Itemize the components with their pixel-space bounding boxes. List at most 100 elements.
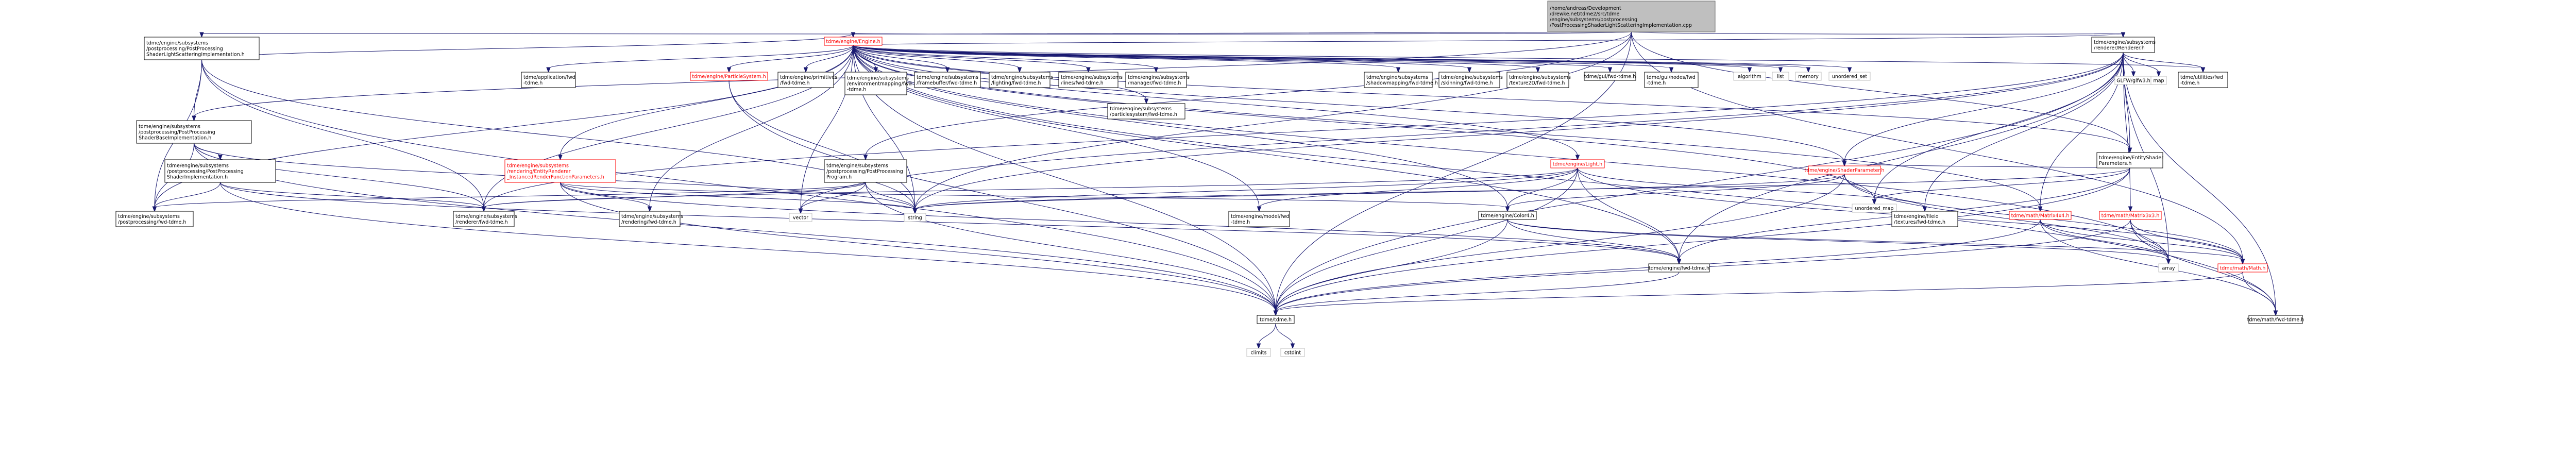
node-label-line: /manager/fwd-tdme.h bbox=[1128, 80, 1181, 86]
node-color4-h[interactable]: tdme/engine/Color4.h bbox=[1478, 211, 1537, 220]
node-math-h[interactable]: tdme/math/Math.h bbox=[2217, 263, 2268, 273]
node-label-line: tdme/utilities/fwd bbox=[2180, 75, 2223, 80]
node-string[interactable]: string bbox=[904, 213, 926, 222]
node-utilities-fwd[interactable]: tdme/utilities/fwd-tdme.h bbox=[2178, 72, 2228, 88]
node-glfw[interactable]: GLFW/glfw3.h bbox=[2114, 76, 2153, 85]
edge-ppimpl_h-to-tdme_h bbox=[220, 182, 1278, 316]
node-label-line: ShaderImplementation.h bbox=[167, 175, 228, 180]
node-skin-fwd[interactable]: tdme/engine/subsystems/skinning/fwd-tdme… bbox=[1438, 72, 1503, 88]
node-array[interactable]: array bbox=[2158, 263, 2179, 273]
node-vector[interactable]: vector bbox=[789, 213, 812, 222]
node-memory[interactable]: memory bbox=[1795, 72, 1822, 81]
node-label-line: unordered_set bbox=[1832, 74, 1868, 80]
node-ppimpl-h[interactable]: tdme/engine/subsystems/postprocessing/Po… bbox=[164, 159, 276, 183]
node-label-line: _InstancedRenderFunctionParameters.h bbox=[506, 175, 604, 180]
node-label-line: -tdme.h bbox=[847, 87, 866, 93]
node-label-line: tdme/engine/primitives bbox=[780, 75, 837, 80]
node-light-h[interactable]: tdme/engine/Light.h bbox=[1550, 159, 1605, 168]
node-lines-fwd[interactable]: tdme/engine/subsystems/lines/fwd-tdme.h bbox=[1058, 72, 1123, 88]
edge-engine_h-to-instanced_h bbox=[558, 45, 854, 161]
node-label-line: tdme/engine/subsystems bbox=[139, 124, 200, 130]
node-label-line: tdme/math/Matrix4x4.h bbox=[2011, 213, 2070, 219]
node-matrix4x4[interactable]: tdme/math/Matrix4x4.h bbox=[2009, 211, 2072, 220]
node-fb-fwd[interactable]: tdme/engine/subsystems/framebuffer/fwd-t… bbox=[914, 72, 981, 88]
edge-engine_h-to-unordered_map bbox=[853, 45, 1877, 205]
node-label-line: /rendering/EntityRenderer bbox=[507, 169, 571, 175]
node-label-line: memory bbox=[1798, 74, 1819, 80]
node-cstdint[interactable]: cstdint bbox=[1280, 348, 1305, 357]
edge-tdme_h-to-climits bbox=[1256, 323, 1276, 349]
node-climits[interactable]: climits bbox=[1246, 348, 1271, 357]
node-list[interactable]: list bbox=[1772, 72, 1789, 81]
edge-engine_h-to-skin_fwd bbox=[853, 45, 1472, 73]
edge-entity_shader_h-to-string bbox=[912, 167, 2130, 214]
node-label-line: tdme/engine/subsystems bbox=[1441, 75, 1503, 80]
node-guinodes-fwd[interactable]: tdme/gui/nodes/fwd-tdme.h bbox=[1644, 72, 1699, 88]
edge-renderer_h-to-matrix4x4 bbox=[2038, 52, 2124, 212]
node-envmap-fwd[interactable]: tdme/engine/subsystems/environmentmappin… bbox=[844, 72, 912, 95]
node-tex2d-fwd[interactable]: tdme/engine/subsystems/texture2D/fwd-tdm… bbox=[1506, 72, 1571, 88]
edge-engine_h-to-string bbox=[853, 45, 918, 214]
node-matrix3x3[interactable]: tdme/math/Matrix3x3.h bbox=[2099, 211, 2162, 220]
node-particle-sys[interactable]: tdme/engine/ParticleSystem.h bbox=[690, 72, 768, 81]
node-shadow-fwd[interactable]: tdme/engine/subsystems/shadowmapping/fwd… bbox=[1364, 72, 1438, 88]
node-instanced-h[interactable]: tdme/engine/subsystems/rendering/EntityR… bbox=[504, 159, 616, 183]
node-label-line: tdme/engine/subsystems bbox=[2094, 40, 2156, 45]
node-label-line: tdme/engine/fwd-tdme.h bbox=[1649, 266, 1709, 272]
node-rendering-fwd[interactable]: tdme/engine/subsystems/rendering/fwd-tdm… bbox=[619, 211, 683, 227]
edge-root-to-program_h bbox=[863, 31, 1632, 161]
node-label-line: /lighting/fwd-tdme.h bbox=[991, 80, 1041, 86]
node-psys-fwd[interactable]: tdme/engine/subsystems/particlesystem/fw… bbox=[1107, 103, 1185, 120]
node-label-line: tdme/engine/subsystems bbox=[1509, 75, 1571, 80]
edge-base_h-to-ppimpl_h bbox=[194, 143, 223, 161]
edge-engine_h-to-guinodes_fwd bbox=[853, 45, 1674, 73]
edge-program_h-to-pp_fwd bbox=[152, 182, 866, 212]
node-label-line: tdme/engine/subsystems bbox=[118, 214, 180, 219]
node-lsi-h[interactable]: tdme/engine/subsystems/postprocessing/Po… bbox=[144, 37, 260, 60]
node-base-h[interactable]: tdme/engine/subsystems/postprocessing/Po… bbox=[136, 120, 252, 144]
node-pp-fwd[interactable]: tdme/engine/subsystems/postprocessing/fw… bbox=[115, 211, 194, 227]
node-label-line: /PostProcessingShaderLightScatteringImpl… bbox=[1550, 23, 1692, 28]
node-root[interactable]: /home/andreas/Development/drewke.net/tdm… bbox=[1547, 1, 1716, 32]
node-gui-fwd[interactable]: tdme/gui/fwd-tdme.h bbox=[1584, 72, 1636, 81]
node-label-line: /postprocessing/PostProcessing bbox=[146, 46, 223, 52]
node-engine-h[interactable]: tdme/engine/Engine.h bbox=[824, 37, 883, 46]
node-unordered-set[interactable]: unordered_set bbox=[1828, 72, 1871, 81]
edge-program_h-to-vector bbox=[798, 182, 866, 214]
node-label-line: -tdme.h bbox=[523, 80, 543, 86]
node-label-line: /textures/fwd-tdme.h bbox=[1894, 219, 1945, 225]
edge-engine_fwd-to-tdme_h bbox=[1273, 272, 1680, 316]
node-label-line: /shadowmapping/fwd-tdme.h bbox=[1366, 80, 1438, 86]
node-fileio-fwd[interactable]: tdme/engine/fileio/textures/fwd-tdme.h bbox=[1891, 211, 1958, 227]
node-renderer-fwd[interactable]: tdme/engine/subsystems/renderer/fwd-tdme… bbox=[453, 211, 517, 227]
edge-engine_h-to-particle_sys bbox=[726, 45, 854, 73]
edge-root-to-lsi_h bbox=[199, 31, 1632, 38]
edge-renderer_h-to-unordered_map bbox=[1872, 52, 2124, 205]
node-map[interactable]: map bbox=[2150, 76, 2167, 85]
node-tdme-h[interactable]: tdme/tdme.h bbox=[1257, 315, 1295, 324]
node-unordered-map[interactable]: unordered_map bbox=[1852, 204, 1897, 213]
node-label-line: tdme/engine/subsystems bbox=[991, 75, 1053, 80]
node-model-fwd[interactable]: tdme/engine/model/fwd-tdme.h bbox=[1228, 211, 1290, 227]
edge-matrix3x3-to-math_h bbox=[2130, 219, 2245, 265]
node-algorithm[interactable]: algorithm bbox=[1733, 72, 1766, 81]
node-label-line: Program.h bbox=[826, 175, 852, 180]
node-prim-fwd[interactable]: tdme/engine/primitives/fwd-tdme.h bbox=[777, 72, 837, 88]
node-engine-fwd[interactable]: tdme/engine/fwd-tdme.h bbox=[1648, 263, 1710, 273]
node-renderer-h[interactable]: tdme/engine/subsystems/renderer/Renderer… bbox=[2091, 37, 2156, 53]
edge-renderer_h-to-math_fwd bbox=[2123, 52, 2278, 316]
node-mgr-fwd[interactable]: tdme/engine/subsystems/manager/fwd-tdme.… bbox=[1125, 72, 1190, 88]
node-light-fwd[interactable]: tdme/engine/subsystems/lighting/fwd-tdme… bbox=[989, 72, 1053, 88]
node-shader-param-h[interactable]: tdme/engine/ShaderParameter.h bbox=[1805, 165, 1885, 175]
node-label-line: tdme/engine/ShaderParameter.h bbox=[1805, 168, 1885, 174]
node-label-line: /postprocessing/PostProcessing bbox=[139, 130, 215, 136]
edge-renderer_h-to-engine_fwd bbox=[1676, 52, 2124, 265]
edge-engine_h-to-prim_fwd bbox=[803, 45, 854, 73]
node-label-line: -tdme.h bbox=[1231, 219, 1250, 225]
node-label-line: tdme/engine/subsystems bbox=[826, 163, 888, 169]
node-program-h[interactable]: tdme/engine/subsystems/postprocessing/Po… bbox=[824, 159, 907, 183]
node-app-fwd[interactable]: tdme/application/fwd-tdme.h bbox=[521, 72, 576, 88]
node-math-fwd[interactable]: tdme/math/fwd-tdme.h bbox=[2247, 315, 2304, 324]
